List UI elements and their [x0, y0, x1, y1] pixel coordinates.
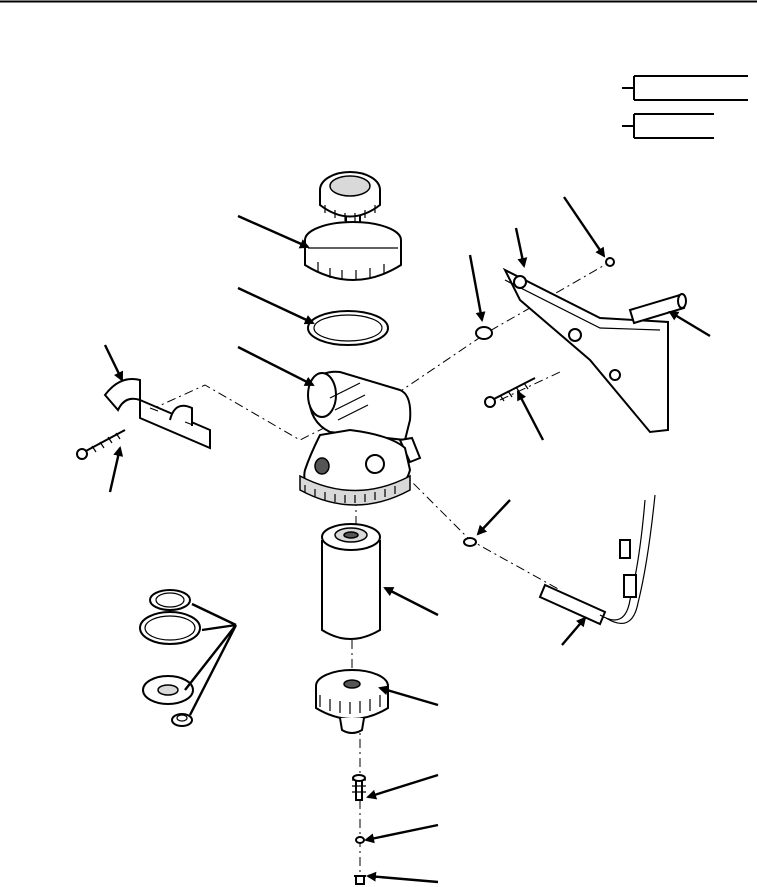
callout-arrow-washer — [468, 254, 486, 322]
callout-arrow-o-ring — [237, 286, 315, 325]
callout-arrow-element — [383, 586, 439, 617]
callout-arrow-screw-left — [108, 446, 124, 493]
callout-arrow-nut — [563, 196, 606, 258]
filter-element — [321, 523, 381, 640]
mounting-bracket-left — [103, 378, 211, 450]
repair-kit — [139, 589, 201, 727]
seal-small — [355, 836, 365, 844]
spacer-tube — [628, 293, 687, 325]
callout-arrow-kit — [184, 602, 238, 716]
callout-arrow-small-seal — [364, 823, 439, 844]
callout-arrow-head — [237, 345, 315, 387]
legend-bracket-upper — [622, 75, 748, 101]
callout-arrow-cap — [237, 214, 310, 249]
callout-arrow-bowl — [378, 685, 439, 707]
washer-right — [475, 326, 493, 340]
callout-arrow-spacer — [668, 310, 711, 338]
callout-arrows — [103, 196, 711, 884]
callout-arrow-screw-right — [516, 390, 545, 441]
callout-arrow-sensor — [561, 616, 587, 646]
capscrew-right — [484, 377, 536, 408]
callout-arrow-valve — [366, 773, 439, 800]
capscrew-left — [76, 429, 126, 460]
drain-valve — [352, 774, 366, 801]
filter-head — [299, 370, 422, 506]
callout-arrow-plate — [514, 227, 528, 268]
callout-arrow-plug — [366, 871, 439, 884]
water-sensor — [463, 494, 656, 626]
filter-cap — [304, 171, 402, 281]
water-bowl — [315, 669, 389, 734]
callout-arrow-seal — [476, 499, 511, 536]
drain-plug — [354, 875, 366, 885]
o-ring-large — [307, 310, 389, 346]
mounting-plate-right — [502, 257, 669, 434]
legend-bracket-lower — [622, 113, 714, 139]
callout-arrow-bracket-left — [103, 344, 124, 382]
